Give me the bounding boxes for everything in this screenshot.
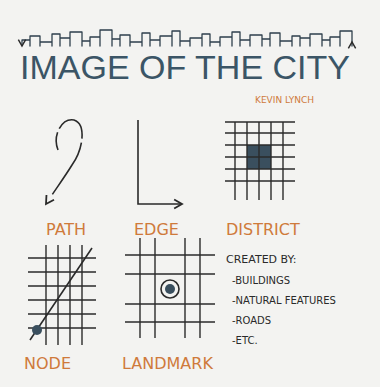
element-label: PATH — [46, 222, 86, 239]
title: IMAGE OF THE CITY — [20, 50, 350, 86]
landmark-icon — [161, 280, 179, 298]
author-name: KEVIN LYNCH — [255, 96, 314, 105]
district-grid — [225, 122, 295, 200]
note-text: CREATED BY: — [226, 254, 297, 266]
node-icon — [30, 248, 92, 340]
skyline-sketch — [22, 30, 352, 46]
element-label: LANDMARK — [122, 356, 213, 373]
element-label: DISTRICT — [226, 222, 300, 239]
element-label: NODE — [24, 356, 71, 373]
skyline-line — [22, 30, 352, 46]
element-label: EDGE — [134, 222, 179, 239]
note-text: -ETC. — [232, 336, 258, 347]
note-text: -BUILDINGS — [232, 276, 290, 287]
path-icon — [46, 120, 82, 204]
node-grid — [28, 245, 96, 345]
edge-icon — [138, 120, 182, 204]
note-text: -NATURAL FEATURES — [232, 296, 336, 307]
note-text: -ROADS — [232, 316, 271, 327]
landmark-grid — [125, 238, 215, 338]
